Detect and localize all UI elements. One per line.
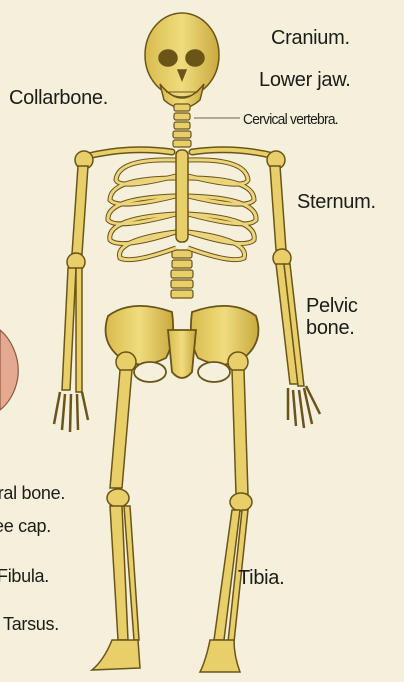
label-cervical-vertebra: Cervical vertebra. <box>243 112 338 127</box>
leg-right <box>200 352 252 672</box>
sternum <box>176 150 188 242</box>
label-pelvic-bone-line2: bone. <box>306 318 355 338</box>
hand-left <box>54 392 88 432</box>
partial-hand-left-edge <box>0 330 18 410</box>
label-femoral-bone: ural bone. <box>0 484 65 502</box>
arm-right <box>267 151 304 386</box>
hand-right <box>288 386 320 428</box>
label-knee-cap: ee cap. <box>0 517 51 535</box>
label-lower-jaw: Lower jaw. <box>259 70 351 90</box>
label-tibia: Tibia. <box>238 568 284 588</box>
label-pelvic-bone-line1: Pelvic <box>306 296 358 316</box>
label-sternum: Sternum. <box>297 192 376 212</box>
label-collarbone: Collarbone. <box>9 88 108 108</box>
label-fibula: Fibula. <box>0 567 49 585</box>
leg-left <box>92 352 140 670</box>
label-tarsus: Tarsus. <box>3 615 59 633</box>
skull <box>145 13 219 108</box>
arm-left <box>62 151 93 392</box>
label-cranium: Cranium. <box>271 28 350 48</box>
